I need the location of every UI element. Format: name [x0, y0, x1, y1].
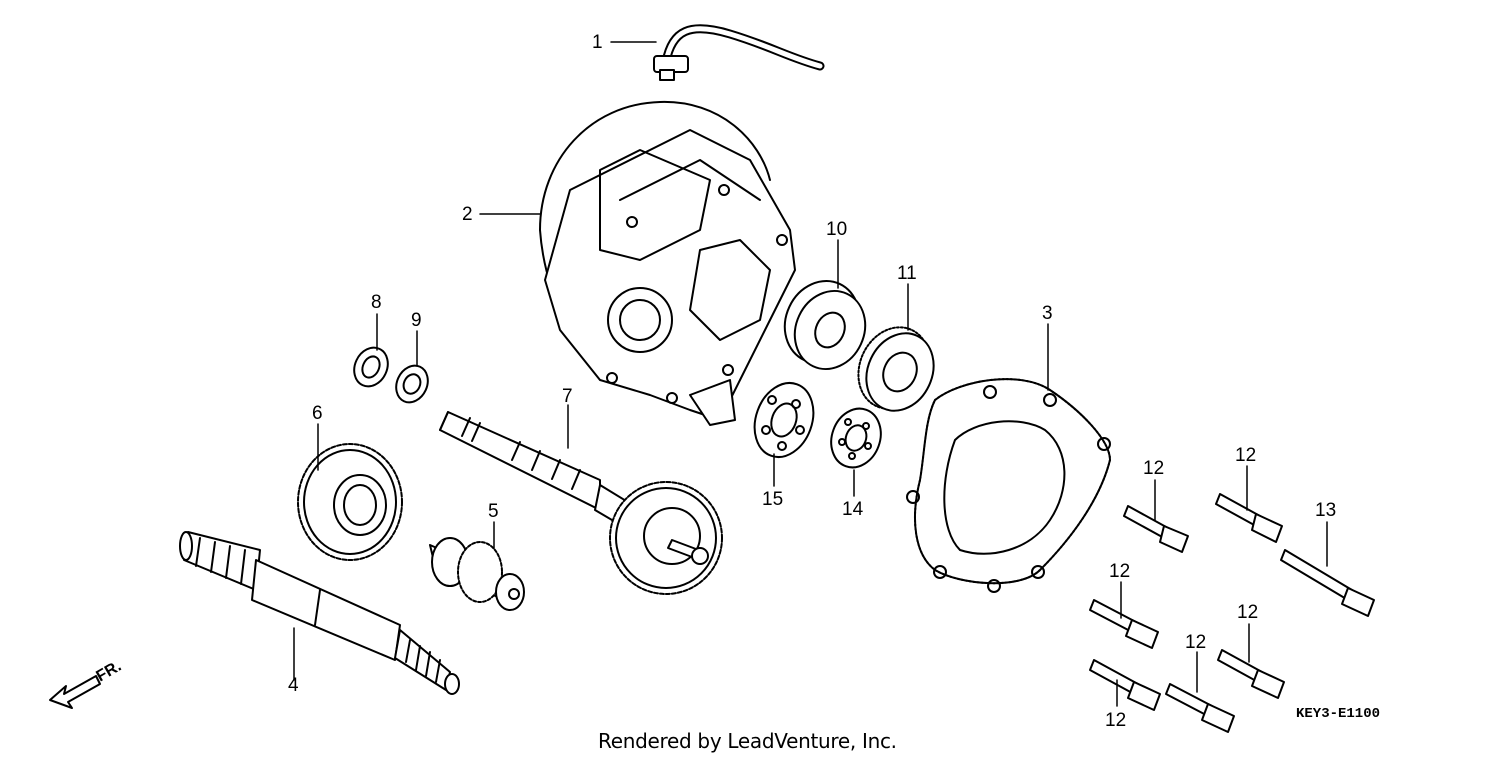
bolt-part-12-d	[1217, 649, 1285, 699]
bearing-part-11	[857, 326, 935, 412]
bolt-part-12-c	[1089, 599, 1159, 649]
callout-12-f: 12	[1105, 710, 1127, 731]
callout-9: 9	[411, 310, 422, 331]
callout-5: 5	[488, 501, 499, 522]
callout-12-a: 12	[1143, 458, 1165, 479]
bolt-part-13	[1280, 549, 1375, 617]
callout-10: 10	[826, 219, 848, 240]
bolt-part-12-b	[1215, 493, 1283, 543]
washer-part-8	[353, 346, 389, 388]
callout-4: 4	[288, 675, 299, 696]
callout-2: 2	[462, 204, 473, 225]
bolt-part-12-a	[1123, 505, 1189, 553]
render-credit: Rendered by LeadVenture, Inc.	[598, 729, 897, 753]
callout-12-c: 12	[1109, 561, 1131, 582]
callout-15: 15	[762, 489, 784, 510]
callout-3: 3	[1042, 303, 1053, 324]
ball-bearing-part-14	[830, 407, 882, 469]
washer-part-9	[395, 364, 429, 404]
transmission-case-part-2	[539, 100, 796, 426]
callout-12-d: 12	[1237, 602, 1259, 623]
callout-1: 1	[592, 32, 603, 53]
bolt-part-12-f	[1165, 683, 1235, 733]
callout-12-e: 12	[1185, 632, 1207, 653]
countershaft-part-7	[439, 411, 723, 595]
callout-13: 13	[1315, 500, 1337, 521]
bearing-part-10	[783, 280, 867, 370]
gear-part-6	[297, 443, 403, 561]
main-shaft-part-4	[179, 531, 460, 695]
callout-11: 11	[897, 263, 917, 284]
diagram-code: KEY3-E1100	[1296, 706, 1381, 722]
callout-12-b: 12	[1235, 445, 1257, 466]
gasket-part-3	[906, 378, 1111, 593]
leader-lines	[293, 41, 1328, 707]
bolt-part-12-e	[1089, 659, 1161, 711]
front-direction-arrow	[49, 675, 101, 709]
ball-bearing-part-15	[753, 382, 815, 458]
breather-tube-part-1	[653, 24, 825, 81]
callout-7: 7	[562, 386, 573, 407]
gear-part-5	[429, 537, 525, 611]
callout-14: 14	[842, 499, 864, 520]
callout-8: 8	[371, 292, 382, 313]
callout-6: 6	[312, 403, 323, 424]
